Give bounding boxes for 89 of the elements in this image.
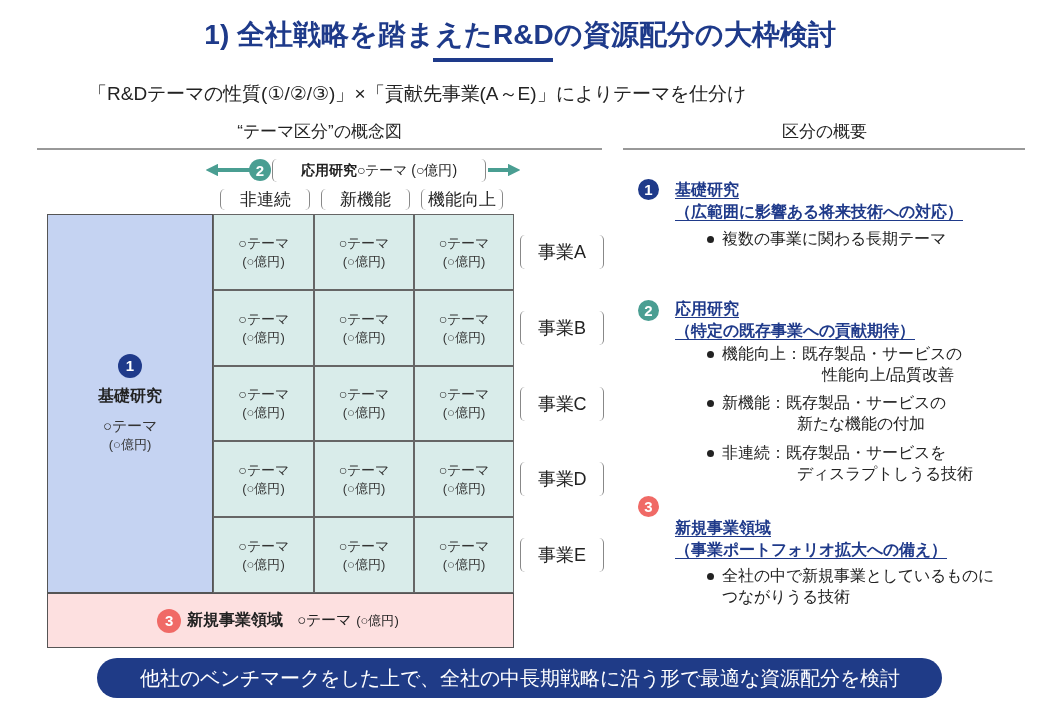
- research-category-box: [47, 214, 213, 593]
- category-heading: 基礎研究: [675, 180, 739, 200]
- theme-count: ○テーマ: [238, 460, 289, 480]
- category-subheading: （特定の既存事業への貢献期待）: [675, 321, 915, 341]
- bullet-text: 性能向上/品質改善: [822, 365, 955, 385]
- theme-cell: [213, 441, 314, 517]
- budget-amount: (○億円): [442, 252, 486, 271]
- category-subheading: （広範囲に影響ある将来技術への対応）: [675, 202, 963, 222]
- theme-cell: [414, 290, 514, 366]
- budget-amount: (○億円): [242, 404, 285, 422]
- theme-count: ○テーマ: [438, 385, 490, 405]
- bullet-text: 全社の中で新規事業としているものに: [722, 566, 994, 586]
- budget-amount: (○億円): [342, 555, 386, 574]
- theme-count: ○テーマ: [338, 460, 390, 480]
- budget-amount: (○億円): [242, 252, 285, 271]
- number-badge: 2: [249, 159, 271, 181]
- category-heading: 新規事業領域: [675, 518, 771, 538]
- theme-count: ○テーマ: [438, 536, 490, 556]
- conclusion-banner: [97, 658, 942, 698]
- budget-amount: (○億円): [242, 479, 285, 498]
- budget-amount: (○億円): [242, 555, 285, 574]
- budget-amount: (○億円): [342, 328, 386, 347]
- bullet-text: つながりうる技術: [722, 587, 850, 607]
- budget-amount: (○億円): [242, 328, 285, 347]
- budget-amount: (○億円): [342, 479, 386, 498]
- theme-cell: [414, 441, 514, 517]
- theme-count: ○テーマ: [338, 536, 390, 556]
- theme-count: ○テーマ: [297, 611, 352, 630]
- theme-cell: [314, 366, 414, 441]
- theme-cell: [213, 517, 314, 593]
- theme-cell: [414, 214, 514, 290]
- bullet-text: 新たな機能の付加: [797, 414, 925, 434]
- column-header: 機能向上: [421, 189, 503, 210]
- bullet-text: 非連続：既存製品・サービスを: [722, 443, 946, 463]
- budget-amount: (○億円): [342, 252, 386, 271]
- budget-amount: (○億円): [356, 611, 399, 630]
- theme-cell: [414, 517, 514, 593]
- category-band: [47, 593, 514, 648]
- theme-cell: [213, 290, 314, 366]
- theme-cell: [314, 214, 414, 290]
- bullet-text: 機能向上：既存製品・サービスの: [722, 344, 962, 364]
- theme-count: ○テーマ: [438, 460, 490, 480]
- theme-count: ○テーマ: [338, 309, 390, 329]
- theme-cell: [213, 214, 314, 290]
- category-subheading: （事業ポートフォリオ拡大への備え）: [675, 540, 947, 560]
- column-header: 新機能: [321, 189, 410, 210]
- row-header: 事業D: [520, 462, 604, 496]
- bullet-text: 新機能：既存製品・サービスの: [722, 393, 946, 413]
- subtitle: 「R&Dテーマの性質(①/②/③)」×「貢献先事業(A～E)」によりテーマを仕分け: [88, 82, 747, 106]
- theme-cell: [213, 366, 314, 441]
- row-header: 事業B: [520, 311, 604, 345]
- section-title: “テーマ区分”の概念図: [236, 121, 403, 143]
- theme-count: ○テーマ: [238, 385, 289, 405]
- bullet-text: ディスラプトしうる技術: [797, 464, 973, 484]
- number-badge: 1: [638, 179, 659, 200]
- banner-text: 他社のベンチマークをした上で、全社の中長期戦略に沿う形で最適な資源配分を検討: [139, 665, 900, 691]
- title: 1) 全社戦略を踏まえたR&Dの資源配分の大枠検討: [203, 18, 837, 52]
- column-header: 非連続: [220, 189, 310, 210]
- theme-count: ○テーマ: [338, 233, 390, 253]
- budget-amount: (○億円): [442, 555, 486, 574]
- theme-count: ○テーマ: [438, 309, 490, 329]
- budget-amount: (○億円): [342, 404, 386, 422]
- theme-cell: [414, 366, 514, 441]
- number-badge: 2: [638, 300, 659, 321]
- theme-cell: [314, 517, 414, 593]
- theme-count: ○テーマ: [438, 233, 490, 253]
- theme-count: ○テーマ: [238, 233, 289, 253]
- budget-amount: (○億円): [108, 435, 152, 454]
- category-title: 基礎研究: [98, 385, 162, 406]
- category-title: 新規事業領域: [187, 610, 284, 630]
- theme-count: ○テーマ: [338, 385, 390, 405]
- section-title: 区分の概要: [780, 121, 868, 143]
- theme-count: ○テーマ: [238, 309, 289, 329]
- budget-amount: (○億円): [442, 479, 486, 498]
- bullet-text: 複数の事業に関わる長期テーマ: [722, 229, 946, 249]
- theme-count: ○テーマ: [102, 416, 158, 436]
- number-badge: 1: [118, 353, 142, 378]
- budget-amount: (○億円): [442, 328, 486, 347]
- row-header: 事業A: [520, 235, 604, 269]
- theme-cell: [314, 441, 414, 517]
- number-badge: 3: [638, 496, 659, 517]
- theme-count: ○テーマ: [238, 536, 289, 556]
- theme-cell: [314, 290, 414, 366]
- category-heading: 応用研究: [675, 299, 739, 319]
- category-header: 応用研究○テーマ (○億円): [272, 159, 486, 182]
- budget-amount: (○億円): [442, 404, 486, 422]
- row-header: 事業E: [520, 538, 604, 572]
- number-badge: 3: [157, 608, 182, 633]
- row-header: 事業C: [520, 387, 604, 421]
